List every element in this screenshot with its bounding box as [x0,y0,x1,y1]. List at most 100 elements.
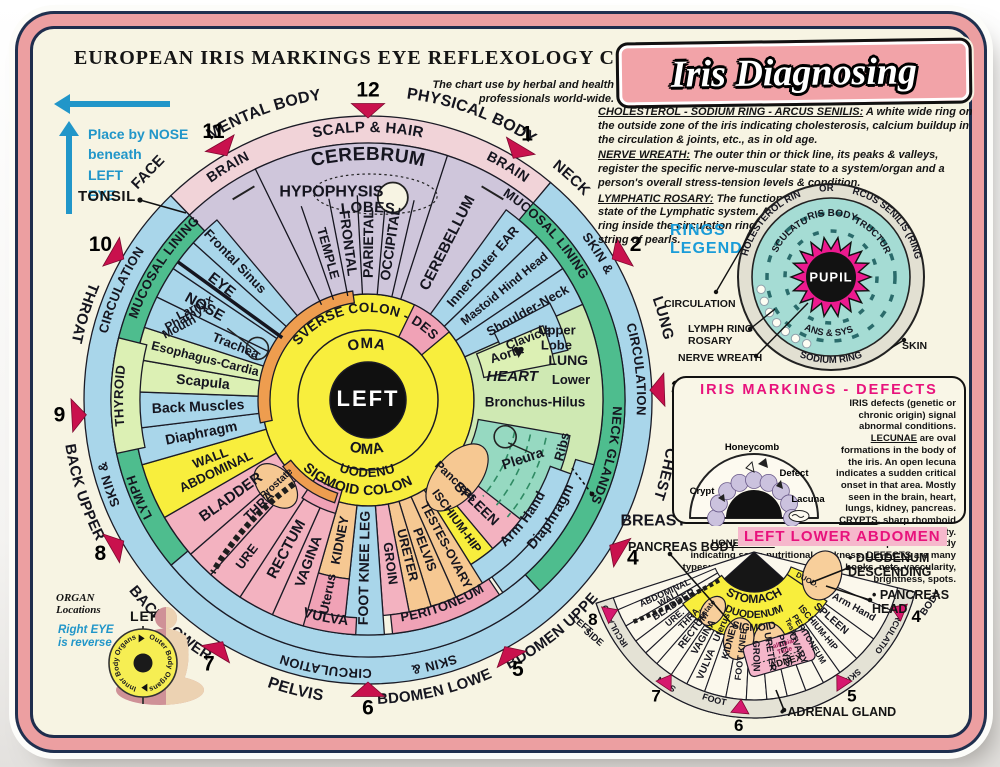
chart-label: Lower [552,372,590,387]
chart-wedge [723,551,785,593]
organ-blob [699,595,727,627]
subtitle-line2: professionals world-wide. [478,93,614,106]
lymph-ring-label: LYMPH RING ROSARY [688,323,753,348]
lymph-rosary-dot [771,317,782,328]
circulation-label: CIRCULATION [664,298,736,310]
chart-label: GROIN [380,541,400,585]
chart-label: Ribs [551,431,572,463]
dome-pupil [726,490,782,518]
clock-triangle [102,533,125,564]
definition-1: CHOLESTEROL - SODIUM RING - ARCUS SENILI… [598,106,976,147]
clock-triangle [102,236,125,267]
legend-pupil [806,252,856,302]
lymph-rosary-dot [780,326,791,337]
chart-label: Upper [538,323,576,338]
clock-triangle [890,603,909,622]
place-note-line1: Place by NOSE [88,126,189,142]
chart-label: OR [819,183,834,195]
clock-number: 11 [202,120,225,143]
lacuna-icon [788,510,810,522]
clock-number: 12 [356,82,379,102]
up-arrow-icon [59,121,79,214]
clock-triangle [609,537,632,569]
chart-wedge [257,290,356,424]
chart-wedge [281,459,339,504]
pointer-circle-icon [245,336,270,361]
cw-arrow-icon [138,634,145,643]
pleura-waves [482,431,516,497]
tonsil-label: TONSIL [78,188,136,205]
ccw-arrow-icon [141,683,148,692]
chart-label: BREAST [620,512,686,529]
callout-line [669,553,731,623]
crypt-icon [718,494,725,502]
clock-triangle [836,674,853,692]
clock-number: 9 [54,404,66,427]
spine-graphic [210,481,296,574]
lymph-rosary-dot [790,333,801,344]
subtitle-line1: The chart use by herbal and health [432,79,614,91]
place-note-line2: beneath [88,146,142,163]
chart-label: HEART [486,368,539,385]
clock-number: 2 [630,233,642,256]
clock-number: 6 [734,716,743,735]
left-lower-abdomen-fan: FallopianTubeADNEXSTOMACHDUODENUMSIGMOID… [570,538,944,735]
rings-legend-diagram: PUPILCHOLESTEROL RINGORARCUS SENILIS (RI… [658,174,925,371]
lacuna-scallop [759,473,778,492]
definition-term: NERVE WREATH: [598,149,691,162]
rings-legend-heading: RINGS LEGEND [670,222,743,257]
organ-blob [425,443,489,512]
lacuna-label: Lacuna [791,494,825,505]
clock-number: 7 [651,687,660,706]
defect-icon [776,480,783,489]
tonsil-line [139,199,187,214]
clock-triangle [350,681,386,697]
chart-label: LOBES [340,199,396,218]
chart-label: PARIETAL [360,210,377,279]
pancreas-head-callout: • PANCREAS HEAD [872,588,950,616]
defects-title: IRIS MARKINGS - DEFECTS [700,382,938,398]
rings-legend-line1: RINGS [670,222,726,239]
chart-label: CIRCULATION [570,538,630,649]
skin-label: SKIN [902,340,928,352]
rings-legend-line2: LEGEND [670,239,743,257]
legend-pointer [715,219,759,293]
lacuna-scallop [730,473,749,492]
chart-label: SIGMOID [731,619,778,634]
definition-3: LYMPHATIC ROSARY: The functional state o… [598,193,812,248]
definition-text: A white wide ring on the outside zone of… [598,106,973,146]
chart-label: LUNG [548,352,588,368]
spine-graphic [631,578,721,625]
crypt-label: Crypt [690,486,716,497]
defect-label: Defect [779,468,809,479]
chart-label: STOMACH [724,585,784,606]
clock-number: 8 [95,542,107,565]
callout-line [825,585,871,601]
adrenal-gland-callout: • ADRENAL GLAND [780,705,897,719]
clock-number: 1 [521,123,533,146]
iris-reflexology-chart: ♥CEREBRUMLOBESSTOMACHSTOMACHTRANSVERSE C… [36,82,686,720]
legend-pointer [749,308,776,330]
clock-triangle [204,134,235,157]
clock-number: 4 [912,607,922,626]
chart-label: HYPOPHYSIS [279,183,383,200]
lymph-rosary-dot [759,296,769,306]
pleura-waves [494,434,532,508]
clock-triangle [70,397,87,434]
pointer-circle-icon [493,424,517,449]
honeycomb-icon [758,458,768,468]
legend-pointer [890,339,905,349]
clock-triangle [730,698,750,715]
chart-label: FOOT KNEE LEG [355,511,373,626]
ring-definitions: CHOLESTEROL - SODIUM RING - ARCUS SENILI… [598,106,976,250]
organ-blob [253,463,299,509]
pupil [329,361,407,439]
callout-line [809,567,849,584]
clock-triangle [496,646,528,669]
clock-triangle [505,136,537,159]
clock-number: 5 [512,658,524,681]
chart-wedge [475,324,556,379]
